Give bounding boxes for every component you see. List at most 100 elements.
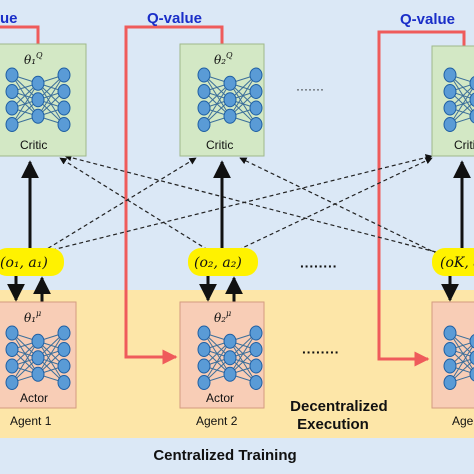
nn-node xyxy=(197,117,211,132)
nn-node xyxy=(197,375,211,390)
nn-node xyxy=(469,109,474,124)
agent-label-2: Agent 2 xyxy=(196,414,238,428)
centralized-training-label: Centralized Training xyxy=(153,447,296,464)
critic-box-agent2 xyxy=(179,43,265,157)
nn-node xyxy=(31,92,45,108)
actor-param-agent2: θ₂μ xyxy=(214,309,231,325)
critic-label-agent1: Critic xyxy=(20,138,47,152)
nn-node xyxy=(197,67,211,83)
ellipsis-actors: ········ xyxy=(302,344,339,360)
nn-node xyxy=(5,358,19,374)
nn-node xyxy=(5,100,19,116)
obs-pill-agent1 xyxy=(0,248,64,276)
critic-label-agent2: Critic xyxy=(206,138,233,152)
nn-node xyxy=(469,334,474,349)
obs-label-agent2: (o₂, a₂) xyxy=(194,255,242,271)
nn-node xyxy=(223,366,237,382)
nn-node xyxy=(443,117,457,132)
nn-link xyxy=(37,74,65,117)
nn-node xyxy=(197,100,211,116)
actor-label-agent2: Actor xyxy=(206,391,234,405)
nn-node xyxy=(443,67,457,83)
q-value-arrow-agentK xyxy=(377,30,466,367)
obs-label-agentK: (oK, a xyxy=(440,255,474,271)
execution-label-line2: Execution xyxy=(297,416,369,433)
nn-node xyxy=(57,117,71,132)
nn-node xyxy=(469,76,474,91)
nn-node xyxy=(5,342,19,357)
nn-link xyxy=(229,74,257,117)
nn-node xyxy=(443,375,457,390)
nn-node xyxy=(443,84,457,99)
nn-node xyxy=(249,358,263,374)
nn-node xyxy=(249,342,263,357)
execution-label-line1: Decentralized xyxy=(290,398,388,415)
nn-node xyxy=(223,333,237,349)
nn-node xyxy=(57,100,71,116)
nn-link xyxy=(203,340,231,383)
nn-link xyxy=(203,82,231,125)
q-value-label-agent2: Q-value xyxy=(147,10,202,27)
actor-param-agent1: θ₁μ xyxy=(24,309,41,325)
q-value-arrows xyxy=(0,25,466,367)
nn-critic-agent2 xyxy=(197,67,263,132)
nn-actor-agent1 xyxy=(5,325,71,390)
nn-node xyxy=(223,108,237,124)
nn-node xyxy=(197,84,211,99)
nn-node xyxy=(197,358,211,374)
nn-actor-agent2 xyxy=(197,325,263,390)
nn-node xyxy=(5,67,19,83)
nn-node xyxy=(249,84,263,99)
actor-label-agent1: Actor xyxy=(20,391,48,405)
nn-node xyxy=(249,375,263,390)
ellipsis-observations: ········ xyxy=(300,258,337,274)
nn-node xyxy=(469,92,474,107)
nn-node xyxy=(443,100,457,116)
nn-node xyxy=(5,84,19,99)
agent-label-1: Agent 1 xyxy=(10,414,52,428)
nn-link xyxy=(11,340,39,383)
nn-link xyxy=(11,82,39,125)
nn-node xyxy=(223,92,237,108)
nn-node xyxy=(57,342,71,357)
nn-link xyxy=(229,332,257,375)
nn-node xyxy=(469,350,474,365)
nn-node xyxy=(443,358,457,374)
nn-actor-agentK xyxy=(443,325,474,390)
decentralized-execution-label: Decentralized Execution xyxy=(290,398,392,433)
nn-node xyxy=(249,100,263,116)
link-o1-to-critic2 xyxy=(41,157,197,253)
critic-param-agent1: θ₁Q xyxy=(24,51,43,67)
q-value-label-agentK: Q-value xyxy=(400,11,455,28)
nn-node xyxy=(5,375,19,390)
nn-node xyxy=(443,325,457,341)
nn-critic-agent1 xyxy=(5,67,71,132)
nn-link xyxy=(449,343,474,383)
link-oK-to-critic1 xyxy=(64,154,437,253)
obs-pill-agent2 xyxy=(188,248,258,276)
obs-pill-agentK xyxy=(432,248,474,276)
q-value-label-agent1: ue xyxy=(0,10,18,27)
q-value-arrow-agent2 xyxy=(124,25,224,365)
nn-node xyxy=(57,67,71,83)
critic-label-agentK: Critic xyxy=(454,138,474,152)
critic-box-agentK xyxy=(431,45,474,157)
nn-node xyxy=(57,358,71,374)
nn-link xyxy=(449,85,474,125)
ellipsis-critics: ······· xyxy=(296,82,324,96)
nn-node xyxy=(31,108,45,124)
link-oK-to-critic2 xyxy=(239,157,439,255)
nn-node xyxy=(249,325,263,341)
nn-node xyxy=(197,342,211,357)
nn-critic-agentK xyxy=(443,67,474,132)
agent-label-K: Age xyxy=(452,414,474,428)
nn-node xyxy=(5,117,19,132)
solid-arrows xyxy=(7,160,471,302)
link-o2-to-critic1 xyxy=(59,157,209,251)
link-o1-to-criticK xyxy=(51,154,433,251)
nn-node xyxy=(31,75,45,91)
nn-node xyxy=(57,375,71,390)
nn-node xyxy=(443,342,457,357)
